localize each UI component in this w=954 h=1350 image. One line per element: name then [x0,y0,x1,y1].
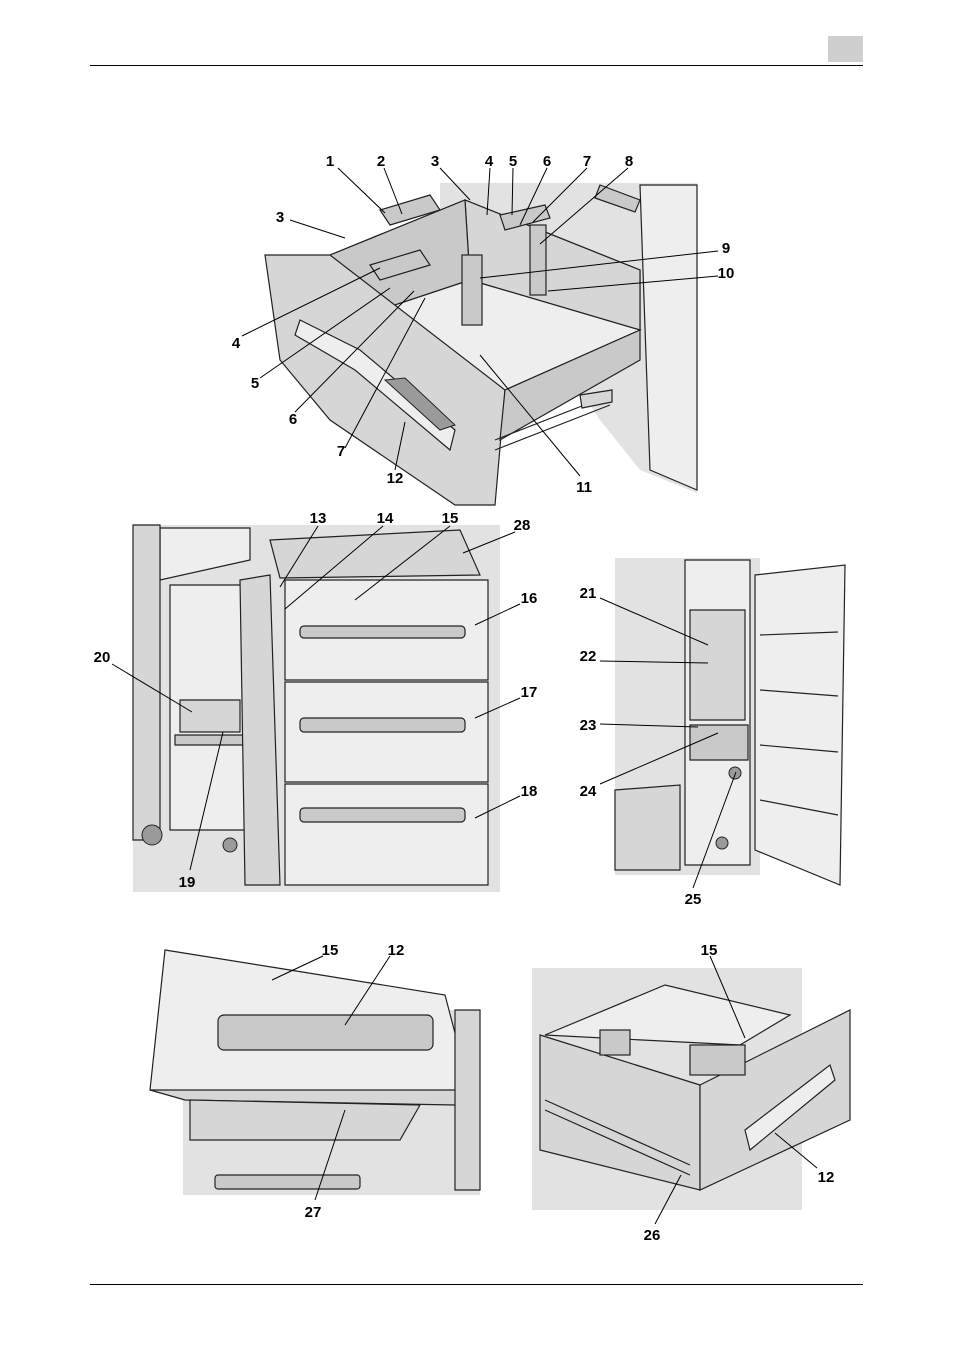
callout-5: 5 [509,153,517,170]
callout-6: 6 [543,153,551,170]
figure-tray-open-top [265,183,697,505]
callout-27: 27 [305,1204,322,1221]
callout-4: 4 [485,153,494,170]
callout-26: 26 [644,1227,661,1244]
callout-12: 12 [387,470,404,487]
drawer-lower [285,784,488,885]
callout-21: 21 [580,585,597,602]
drawer-handle [300,718,465,732]
callout-28: 28 [514,517,531,534]
callout-12: 12 [388,942,405,959]
callout-25: 25 [685,891,702,908]
callout-6: 6 [289,411,297,428]
callout-15: 15 [322,942,339,959]
callout-14: 14 [377,510,394,527]
drawer-handle [300,808,465,822]
callout-1: 1 [326,153,334,170]
callout-10: 10 [718,265,735,282]
callout-3: 3 [431,153,439,170]
callout-15: 15 [701,942,718,959]
figure-tray-rails [532,968,850,1210]
callout-3: 3 [276,209,284,226]
callout-15: 15 [442,510,459,527]
callout-22: 22 [580,648,597,665]
cabinet-door-open [755,565,845,885]
callout-7: 7 [583,153,591,170]
callout-20: 20 [94,649,111,666]
callout-12: 12 [818,1169,835,1186]
figure-tray-drawn [150,950,480,1195]
callout-9: 9 [722,240,730,257]
callout-8: 8 [625,153,633,170]
callout-17: 17 [521,684,538,701]
drawer-handle [300,626,465,638]
callout-13: 13 [310,510,327,527]
callout-4: 4 [232,335,241,352]
tray-handle [218,1015,433,1050]
callout-24: 24 [580,783,597,800]
callout-11: 11 [576,479,592,496]
callout-2: 2 [377,153,385,170]
callout-18: 18 [521,783,538,800]
callout-19: 19 [179,874,196,891]
callout-16: 16 [521,590,538,607]
figure-side-cabinet [615,558,845,885]
callout-5: 5 [251,375,259,392]
callout-7: 7 [337,443,345,460]
callout-23: 23 [580,717,597,734]
figure-front-doors [133,525,500,892]
